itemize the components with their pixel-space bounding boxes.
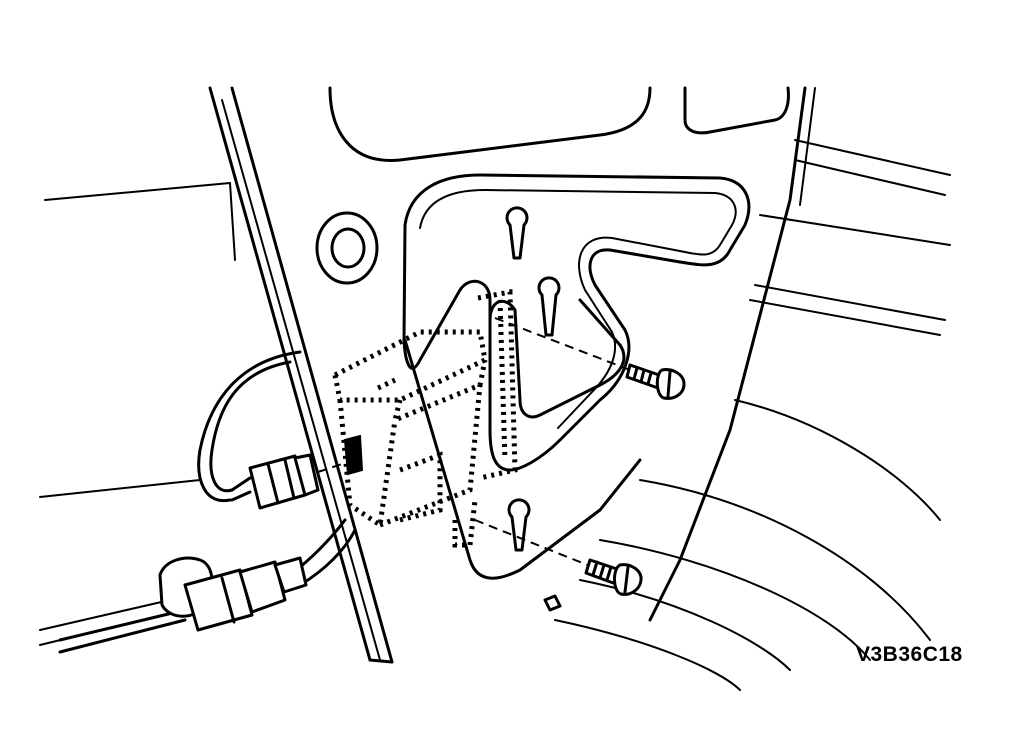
lower-door-panel [554, 139, 951, 691]
panel-tab [543, 594, 562, 612]
alignment-lines [317, 317, 631, 569]
door-frame-pillar [208, 86, 394, 664]
door-control-module-hidden [332, 289, 518, 548]
mounting-bolt-upper [625, 363, 686, 400]
round-access-hole [315, 211, 379, 285]
keyhole-slot-middle [537, 276, 561, 337]
lower-connector [183, 556, 308, 632]
wiring-harness [197, 350, 302, 503]
harness-connector [248, 453, 320, 510]
mounting-bolt-lower [584, 558, 643, 596]
keyhole-slot-top [505, 206, 529, 260]
keyhole-slot-bottom [507, 498, 531, 552]
figure-code-label: V3B36C18 [856, 643, 963, 666]
door-inner-panel [328, 86, 816, 622]
module-connector [343, 434, 364, 476]
